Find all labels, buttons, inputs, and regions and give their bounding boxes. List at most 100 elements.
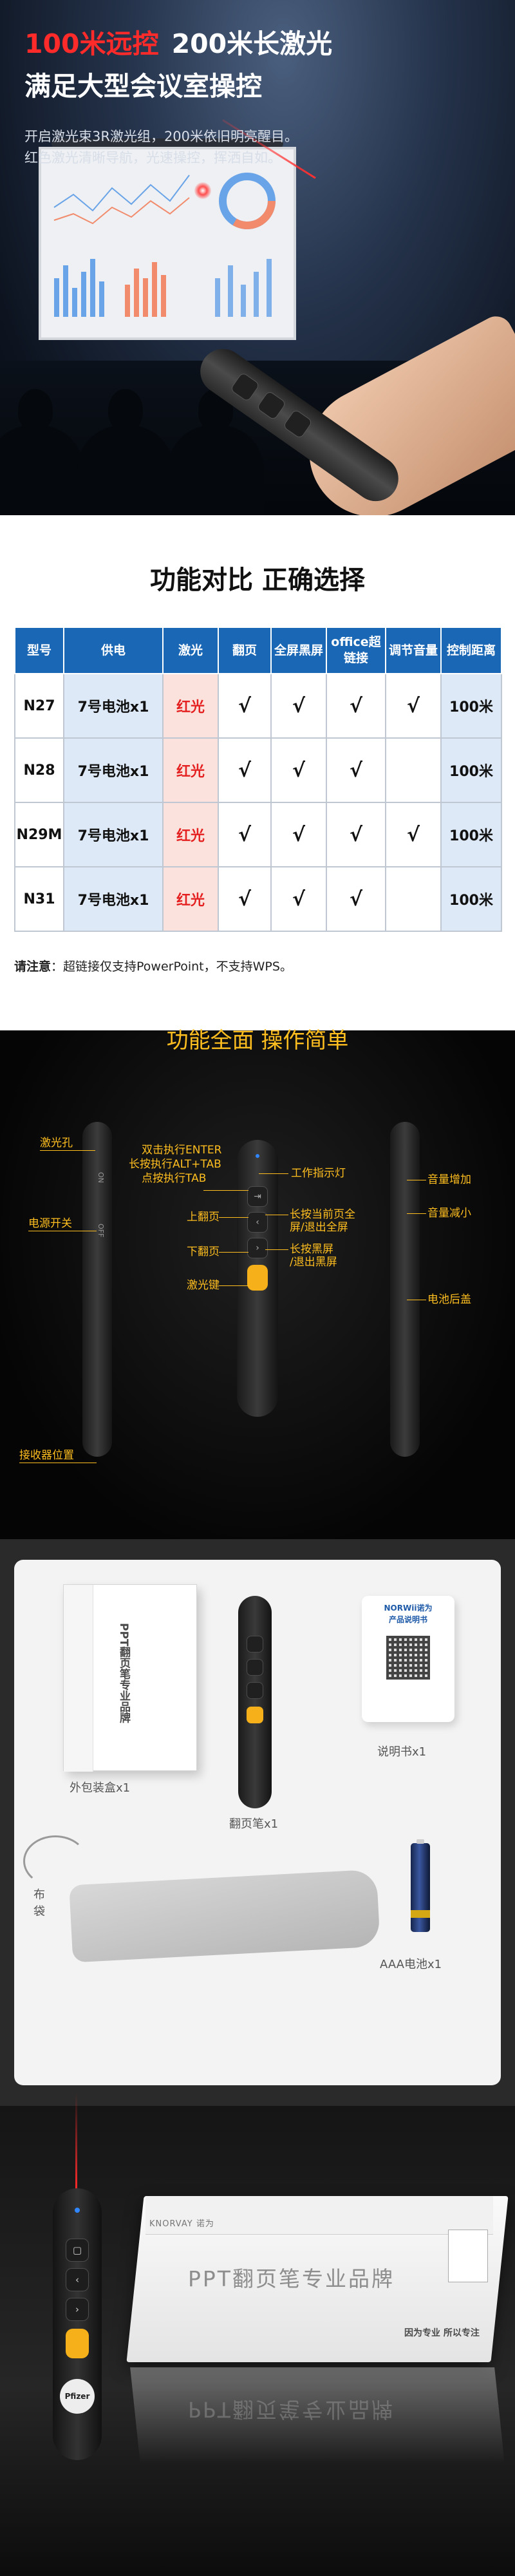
- label-receiver: 接收器位置: [19, 1449, 74, 1462]
- laser-dot: [194, 182, 211, 199]
- page-down-icon: ›: [66, 2298, 89, 2321]
- page-up-icon: ‹: [66, 2268, 89, 2291]
- label-battery-cover: 电池后盖: [427, 1293, 471, 1306]
- cell-page: √: [218, 802, 272, 867]
- header-office: office超链接: [326, 627, 386, 674]
- leader-line: [40, 1150, 95, 1151]
- cell-fullscreen: √: [270, 802, 327, 867]
- cell-volume: [385, 866, 442, 932]
- manual-header: NORWii诺为 产品说明书: [368, 1602, 448, 1628]
- laser-key: [66, 2329, 89, 2358]
- label-indicator: 工作指示灯: [291, 1167, 346, 1180]
- label-fullscreen-line1: 长按当前页全: [290, 1208, 355, 1221]
- remote-side-right: [390, 1122, 420, 1457]
- cell-volume: [385, 737, 442, 803]
- manual-title: 产品说明书: [388, 1615, 427, 1624]
- cell-page: √: [218, 737, 272, 803]
- label-battery: AAA电池x1: [380, 1958, 442, 1971]
- cell-distance: 100米: [440, 673, 502, 739]
- label-page-down: 下翻页: [187, 1245, 220, 1258]
- tab-button-icon: ▢: [66, 2239, 89, 2262]
- comparison-title: 功能对比 正确选择: [150, 565, 365, 595]
- label-blackscreen-line1: 长按黑屏: [290, 1243, 333, 1256]
- instruction-manual: NORWii诺为 产品说明书: [362, 1596, 454, 1722]
- header-page: 翻页: [218, 627, 272, 674]
- cell-office: √: [326, 737, 386, 803]
- label-laser-hole: 激光孔: [40, 1137, 73, 1150]
- cell-fullscreen: √: [270, 737, 327, 803]
- product-box-sticker: [448, 2230, 488, 2282]
- header-model: 型号: [14, 627, 64, 674]
- hero-title-line2: 满足大型会议室操控: [24, 71, 262, 102]
- label-double-click: 双击执行ENTER: [142, 1144, 222, 1157]
- cell-distance: 100米: [440, 802, 502, 867]
- cell-model: N29M: [14, 802, 64, 867]
- label-blackscreen-line2: /退出黑屏: [290, 1256, 337, 1269]
- table-row: N31 7号电池x1 红光 √ √ √ 100米: [14, 866, 502, 932]
- label-long-press-tab: 长按执行ALT+TAB: [129, 1158, 221, 1171]
- leader-line: [259, 1173, 288, 1174]
- header-fullscreen: 全屏黑屏: [270, 627, 327, 674]
- hero-subtitle-line2: 红色激光清晰导航，光速操控，挥洒自如。: [24, 150, 281, 166]
- cell-distance: 100米: [440, 737, 502, 803]
- compatibility-note: 请注意：超链接仅支持PowerPoint，不支持WPS。: [14, 957, 292, 974]
- cell-laser: 红光: [162, 866, 219, 932]
- label-pen: 翻页笔x1: [229, 1817, 279, 1831]
- tab-button-icon: ⇥: [247, 1186, 268, 1207]
- product-remote: ▢ ‹ › Pfizer: [53, 2188, 102, 2460]
- header-laser: 激光: [162, 627, 219, 674]
- header-power: 供电: [63, 627, 164, 674]
- projector-bar: [52, 138, 283, 149]
- cell-power: 7号电池x1: [63, 866, 164, 932]
- cell-laser: 红光: [162, 673, 219, 739]
- label-box: 外包装盒x1: [70, 1781, 131, 1795]
- box-text: PPT翻页笔专业品牌: [117, 1623, 130, 1723]
- indicator-light: [256, 1154, 259, 1158]
- pfizer-logo: Pfizer: [60, 2379, 95, 2414]
- retail-box: [63, 1584, 197, 1772]
- hero-subtitle-line1: 开启激光束3R激光组，200米依旧明亮醒目。: [24, 129, 299, 144]
- screen-charts: [53, 173, 276, 317]
- cell-page: √: [218, 673, 272, 739]
- cell-power: 7号电池x1: [63, 673, 164, 739]
- cell-model: N27: [14, 673, 64, 739]
- hero-title-red: 100米远控: [24, 28, 159, 59]
- hero-title-white: 200米长激光: [171, 28, 333, 59]
- side-on-text: ON: [97, 1172, 105, 1183]
- page-down-icon: ›: [247, 1238, 268, 1258]
- label-fullscreen: 长按当前页全 屏/退出全屏: [290, 1208, 355, 1234]
- cloth-bag: [69, 1869, 380, 1963]
- label-volume-down: 音量减小: [427, 1207, 471, 1220]
- table-row: N27 7号电池x1 红光 √ √ √ √ 100米: [14, 673, 502, 739]
- qr-code: [384, 1633, 433, 1682]
- manual-brand: NORWii诺为: [384, 1604, 433, 1613]
- cell-model: N31: [14, 866, 64, 932]
- indicator-light: [75, 2208, 80, 2213]
- comparison-table: 型号 供电 激光 翻页 全屏黑屏 office超链接 调节音量 控制距离 N27…: [14, 627, 502, 932]
- table-row: N29M 7号电池x1 红光 √ √ √ √ 100米: [14, 802, 502, 867]
- leader-line: [407, 1213, 426, 1214]
- leader-line: [219, 1217, 248, 1218]
- bag-cord: [23, 1835, 88, 1887]
- cell-fullscreen: √: [270, 673, 327, 739]
- hero-section: 100米远控 200米长激光 满足大型会议室操控 开启激光束3R激光组，200米依…: [0, 0, 515, 515]
- cell-page: √: [218, 866, 272, 932]
- hero-subtitle: 开启激光束3R激光组，200米依旧明亮醒目。 红色激光清晰导航，光速操控，挥洒自…: [24, 126, 298, 169]
- label-power-switch: 电源开关: [28, 1217, 72, 1230]
- hero-title: 100米远控 200米长激光: [24, 22, 332, 61]
- cell-office: √: [326, 866, 386, 932]
- leader-line: [203, 1190, 248, 1191]
- cell-model: N28: [14, 737, 64, 803]
- header-distance: 控制距离: [440, 627, 502, 674]
- leader-line: [219, 1252, 248, 1253]
- cell-power: 7号电池x1: [63, 802, 164, 867]
- remote-side-left: [82, 1122, 112, 1457]
- table-header-row: 型号 供电 激光 翻页 全屏黑屏 office超链接 调节音量 控制距离: [14, 627, 502, 674]
- table-row: N28 7号电池x1 红光 √ √ √ 100米: [14, 737, 502, 803]
- presenter-pen: [238, 1596, 272, 1808]
- remote-front: ⇥ ‹ ›: [237, 1140, 278, 1417]
- cell-office: √: [326, 802, 386, 867]
- label-volume-up: 音量增加: [427, 1173, 471, 1186]
- leader-line: [265, 1249, 288, 1250]
